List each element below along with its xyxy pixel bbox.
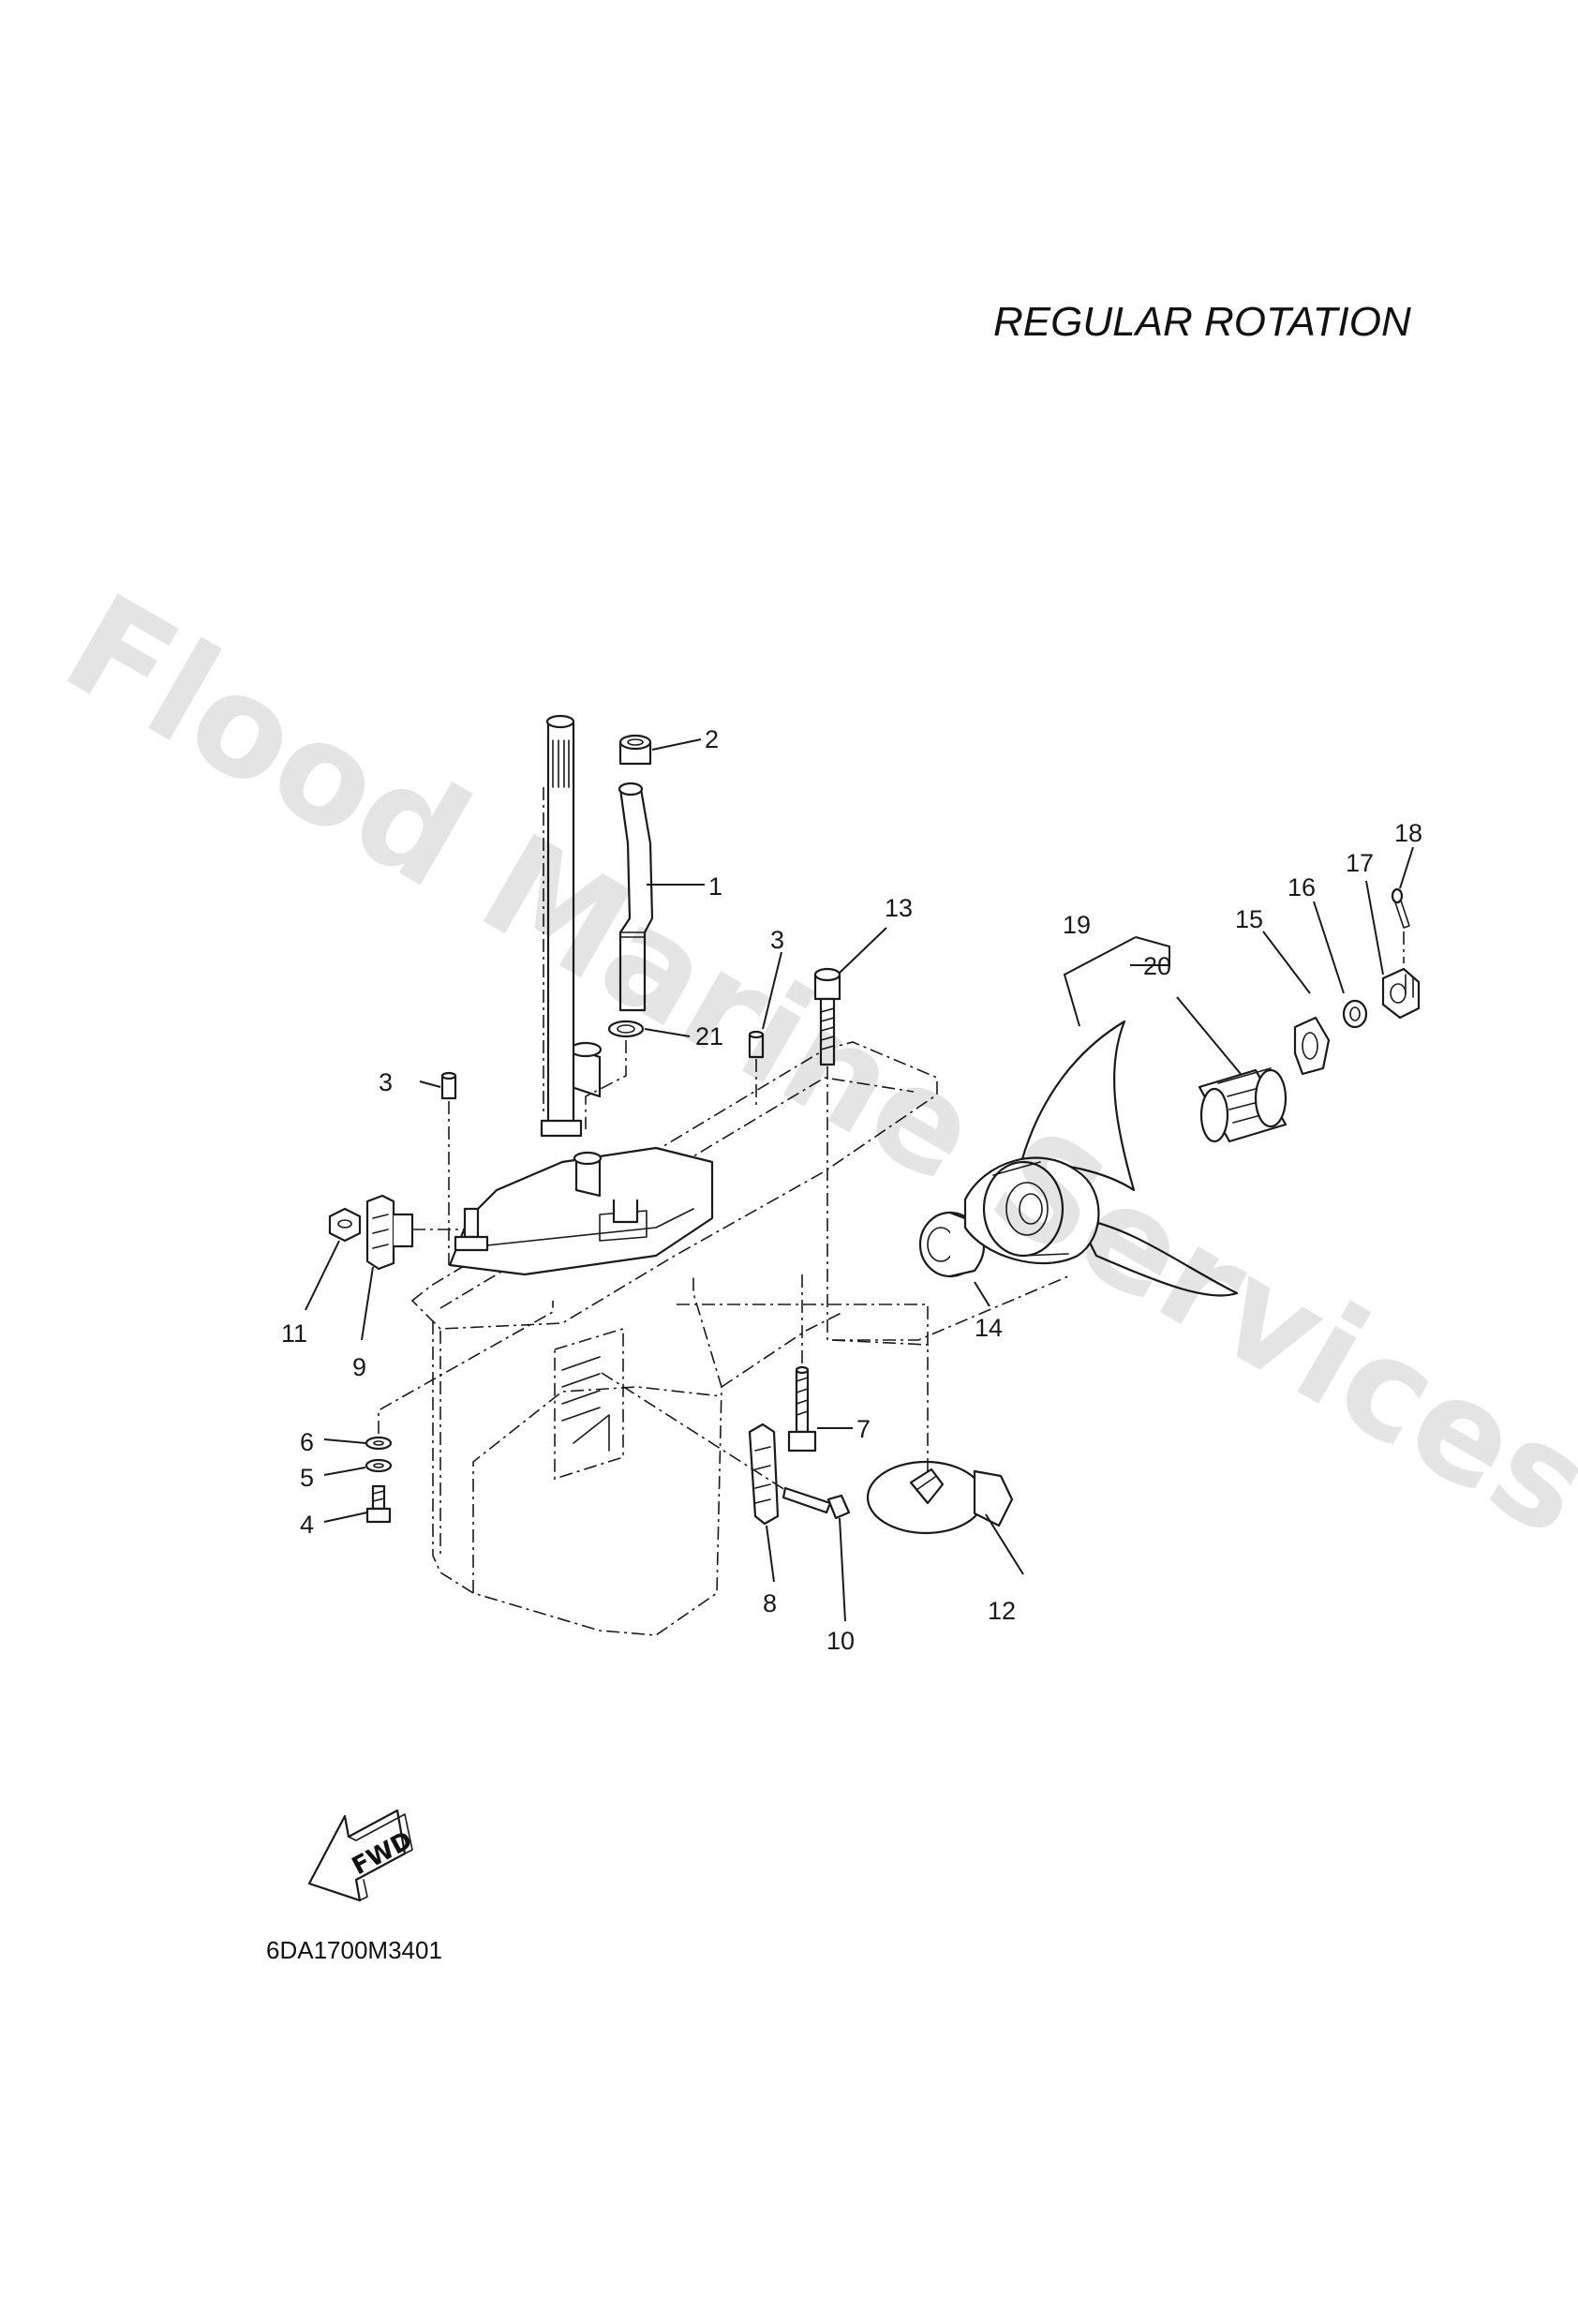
anode-12 [866, 1460, 1014, 1535]
bolt-13 [813, 967, 841, 1066]
leader-lines [305, 738, 1414, 1622]
callout-9: 9 [352, 1353, 366, 1381]
dowel-pin-3a [748, 1030, 765, 1059]
water-tube [618, 782, 654, 1012]
callout-16: 16 [1288, 873, 1316, 901]
screw-10 [782, 1486, 851, 1520]
washer-6 [365, 1436, 393, 1451]
callout-3b: 3 [379, 1068, 393, 1096]
callout-17: 17 [1346, 849, 1374, 877]
bolt-7 [787, 1365, 817, 1452]
washer-15 [1293, 1016, 1331, 1076]
grommet-2 [618, 734, 652, 766]
callout-15: 15 [1235, 905, 1263, 933]
callout-3a: 3 [770, 926, 784, 954]
callout-2: 2 [705, 725, 719, 753]
cotter-pin-18 [1391, 887, 1410, 929]
bracket-9 [365, 1194, 414, 1271]
callout-6: 6 [300, 1428, 314, 1456]
diagram-title: REGULAR ROTATION [993, 299, 1411, 345]
washer-5 [365, 1458, 393, 1473]
bracket-8 [748, 1423, 780, 1526]
callout-12: 12 [988, 1597, 1016, 1625]
callout-4: 4 [300, 1511, 314, 1539]
nut-11 [328, 1207, 362, 1243]
callout-11: 11 [281, 1319, 307, 1348]
callout-10: 10 [826, 1627, 855, 1655]
seal-21 [607, 1020, 645, 1038]
callout-18: 18 [1394, 819, 1422, 847]
washer-16 [1342, 999, 1368, 1029]
drawing-code: 6DA1700M3401 [266, 1936, 442, 1964]
stud [454, 1207, 489, 1252]
watermark: Flood Marine Services [40, 563, 1578, 1567]
bolt-4 [365, 1484, 392, 1524]
nut-17 [1381, 967, 1421, 1020]
forward-arrow-icon: FWD [307, 1809, 417, 1902]
lower-casing [410, 1041, 938, 1636]
drive-shaft [540, 714, 583, 1138]
callout-7: 7 [856, 1415, 871, 1443]
propeller-19 [963, 1020, 1239, 1297]
callout-8: 8 [763, 1589, 777, 1617]
callout-21: 21 [695, 1022, 723, 1050]
callouts: 1 2 3 3 4 5 6 7 8 9 10 11 12 13 14 15 16… [281, 725, 1422, 1655]
callout-13: 13 [885, 894, 913, 922]
callout-19: 19 [1063, 911, 1091, 939]
callout-1: 1 [708, 872, 722, 901]
spacer-20 [1198, 1067, 1288, 1143]
callout-14: 14 [975, 1314, 1003, 1342]
callout-5: 5 [300, 1464, 314, 1492]
callout-20: 20 [1143, 952, 1171, 980]
dowel-pin-3b [440, 1071, 457, 1100]
